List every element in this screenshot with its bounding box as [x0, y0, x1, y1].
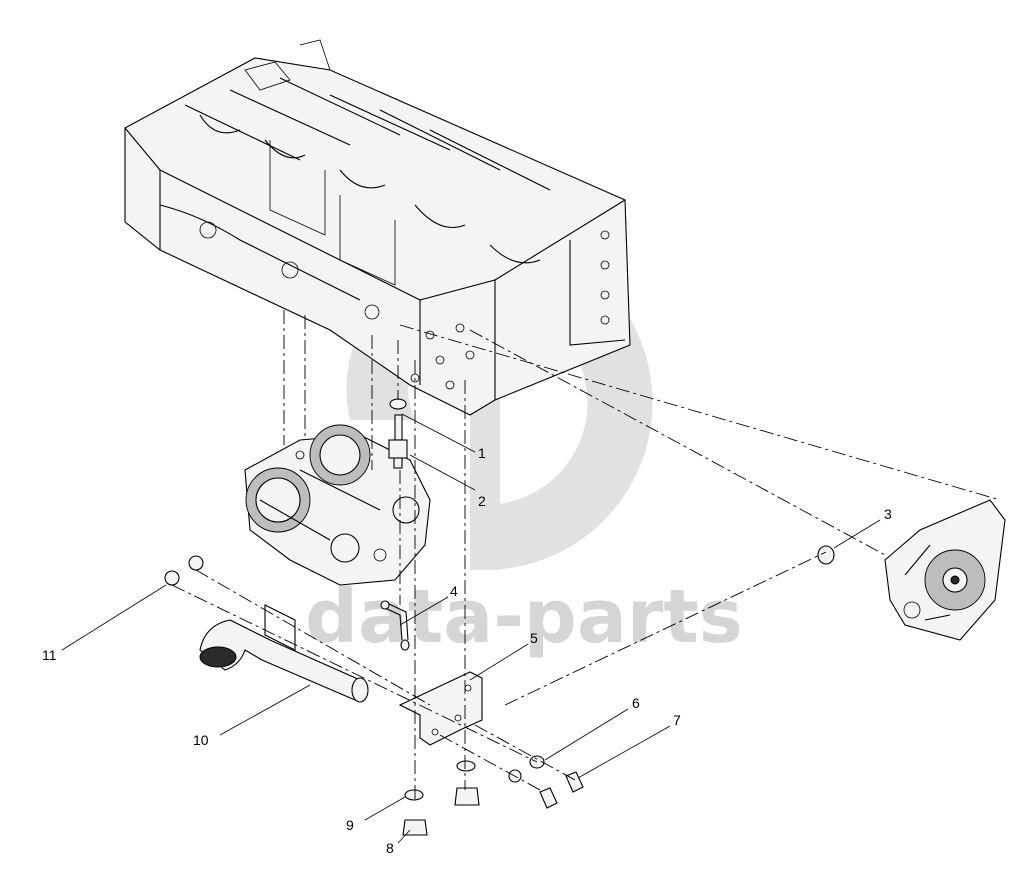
callout-5: 5 — [530, 630, 538, 646]
alignment-lines — [171, 310, 1001, 800]
callout-6: 6 — [632, 695, 640, 711]
callout-labels: 1 2 3 4 5 6 7 8 9 10 11 — [42, 445, 892, 856]
oil-pump — [884, 499, 1006, 641]
callout-11: 11 — [42, 647, 57, 663]
oil-pipe — [380, 600, 410, 651]
valve-assembly — [388, 398, 408, 469]
callout-1: 1 — [478, 445, 486, 461]
callout-3: 3 — [884, 506, 892, 522]
engine-block — [124, 39, 631, 416]
callout-10: 10 — [193, 732, 209, 748]
callout-7: 7 — [673, 712, 681, 728]
callout-9: 9 — [346, 817, 354, 833]
callout-2: 2 — [478, 493, 486, 509]
watermark-text: data-parts — [305, 574, 743, 660]
oil-strainer — [199, 604, 369, 703]
leader-lines — [61, 413, 881, 844]
callout-4: 4 — [450, 583, 458, 599]
callout-8: 8 — [386, 840, 394, 856]
bracket — [398, 671, 483, 746]
balancer-unit — [244, 424, 431, 586]
